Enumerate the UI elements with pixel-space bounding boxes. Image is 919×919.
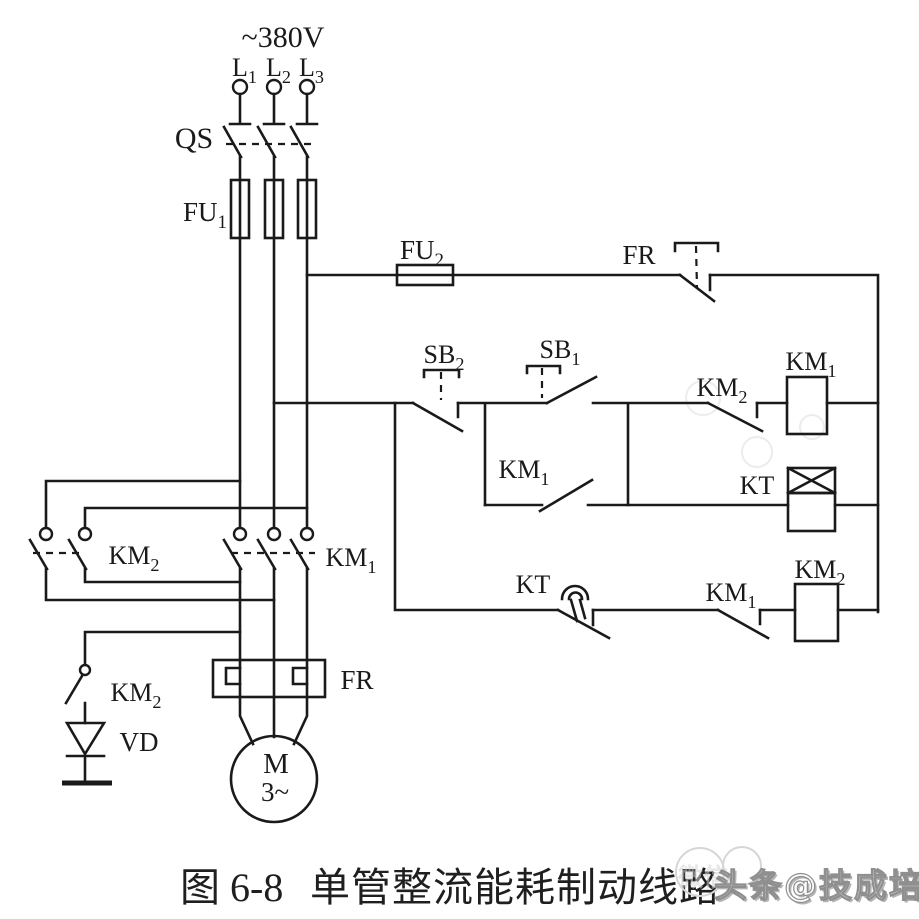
- kt-coil-rect: [786, 491, 837, 533]
- km1-selflock-blade: [538, 478, 594, 513]
- ghost-watermark-circles: [685, 380, 825, 468]
- watermark-shadow-text: 头条@技成培训: [716, 868, 919, 907]
- km1-main-label: KM1: [326, 543, 377, 577]
- watermark-ghost-text: 微信: [677, 863, 728, 892]
- ghost-circle: [722, 846, 762, 886]
- km2-main-label: KM2: [109, 541, 160, 575]
- fuse-rect-l2: [263, 178, 285, 240]
- fuse-rect-l3: [296, 178, 318, 240]
- terminal-circle-l3: [298, 78, 316, 96]
- motor-circle: [229, 734, 319, 824]
- kt-coil-label: KT: [740, 471, 775, 500]
- fu1-fuses: FU1: [183, 155, 318, 530]
- figure-caption: 图 6-8 单管整流能耗制动线路: [180, 865, 720, 910]
- motor-phases: 3~: [261, 777, 289, 807]
- brake-rung: KT KM1 KM2: [393, 401, 880, 643]
- kt-delay-cross: [786, 466, 837, 495]
- diode-triangle: [64, 721, 107, 757]
- fr-nc-label: FR: [622, 240, 655, 270]
- diode-branch: KM2 VD: [62, 630, 242, 786]
- sb2-label: SB2: [424, 340, 465, 374]
- sb2-button-cap: [422, 368, 461, 379]
- fr-heater-label: FR: [340, 665, 373, 695]
- terminal-circle-l2: [265, 78, 283, 96]
- fr-heater-elements: [224, 666, 309, 686]
- control-supply-branch: FU2 FR: [305, 235, 880, 614]
- terminal-label-l3: L3: [299, 53, 324, 87]
- qs-blades: [222, 125, 310, 159]
- km1-main-contacts: KM1: [222, 526, 377, 577]
- figure-title: 单管整流能耗制动线路: [310, 865, 720, 910]
- vd-label: VD: [120, 727, 159, 757]
- kt-nc-label: KT: [516, 570, 551, 599]
- start-rung-wires: [272, 401, 880, 507]
- selflock-rung: KM1 KT: [483, 455, 880, 533]
- motor: M 3~: [229, 734, 319, 824]
- fr-reset-bracket: [673, 241, 720, 253]
- fu2-label: FU2: [400, 235, 444, 271]
- km1-nc-blade: [716, 608, 770, 640]
- sb1-no-blade: [545, 375, 598, 405]
- fuse-rect-fu2: [395, 263, 455, 287]
- km1-main-blades: [222, 538, 310, 571]
- motor-lead-wires: [238, 567, 309, 746]
- km1-main-terminal: [299, 526, 315, 542]
- terminal-circle-l1: [231, 78, 249, 96]
- km1-selflock-label: KM1: [499, 455, 550, 489]
- qs-fixed-contacts: [228, 92, 319, 126]
- fu1-label: FU1: [183, 197, 227, 233]
- km2-brake-contacts: KM2: [28, 479, 309, 602]
- km1-nc-label: KM1: [706, 578, 757, 612]
- km2-coil-label: KM2: [795, 555, 846, 589]
- km2-aux-terminal: [78, 663, 92, 677]
- km2-main-terminal: [77, 526, 93, 542]
- km2-nc-blade: [706, 401, 764, 433]
- start-rung: SB2 SB1 KM2 KM1: [272, 335, 880, 507]
- kt-delay-symbol: [560, 584, 590, 623]
- qs-switch: QS: [175, 92, 319, 159]
- km1-main-terminal: [232, 526, 248, 542]
- ghost-circle: [799, 414, 825, 440]
- brake-feed-wires: [44, 479, 309, 530]
- supply-terminals: ~380V L1 L2 L3: [231, 21, 325, 96]
- watermark: 微信 头条@技成培训 头条@技成培训: [675, 846, 919, 907]
- control-feed-wire: [305, 273, 880, 614]
- fr-heater: FR: [211, 567, 374, 746]
- sb1-button-cap: [525, 364, 562, 375]
- supply-voltage-label: ~380V: [242, 21, 325, 54]
- kt-nc-blade: [556, 608, 611, 640]
- fuse-rect-l1: [229, 178, 251, 240]
- km2-main-blades: [28, 538, 88, 571]
- brake-rung-wires: [393, 401, 880, 612]
- brake-return-wires: [44, 567, 276, 602]
- sb2-nc-blade: [411, 401, 464, 433]
- terminal-label-l2: L2: [266, 53, 291, 87]
- ghost-circle: [741, 436, 773, 468]
- watermark-text: 头条@技成培训: [714, 866, 919, 905]
- km2-nc-label: KM2: [697, 373, 748, 407]
- figure-number: 图 6-8: [180, 865, 283, 910]
- terminal-label-l1: L1: [232, 53, 257, 87]
- km2-main-terminal: [38, 526, 54, 542]
- km1-main-terminal: [266, 526, 282, 542]
- km1-coil-label: KM1: [786, 347, 837, 381]
- km2-aux-label: KM2: [111, 678, 162, 712]
- qs-label: QS: [175, 122, 213, 155]
- phase-wires: [238, 155, 309, 530]
- diode-branch-wires: [64, 630, 242, 783]
- km1-coil-rect: [785, 375, 829, 436]
- sb1-label: SB1: [540, 335, 581, 369]
- motor-letter: M: [263, 748, 289, 780]
- km2-coil-rect: [793, 582, 840, 643]
- fr-actuator-dash: [694, 245, 699, 289]
- ghost-circle: [685, 380, 721, 416]
- fr-heater-box: [211, 658, 327, 699]
